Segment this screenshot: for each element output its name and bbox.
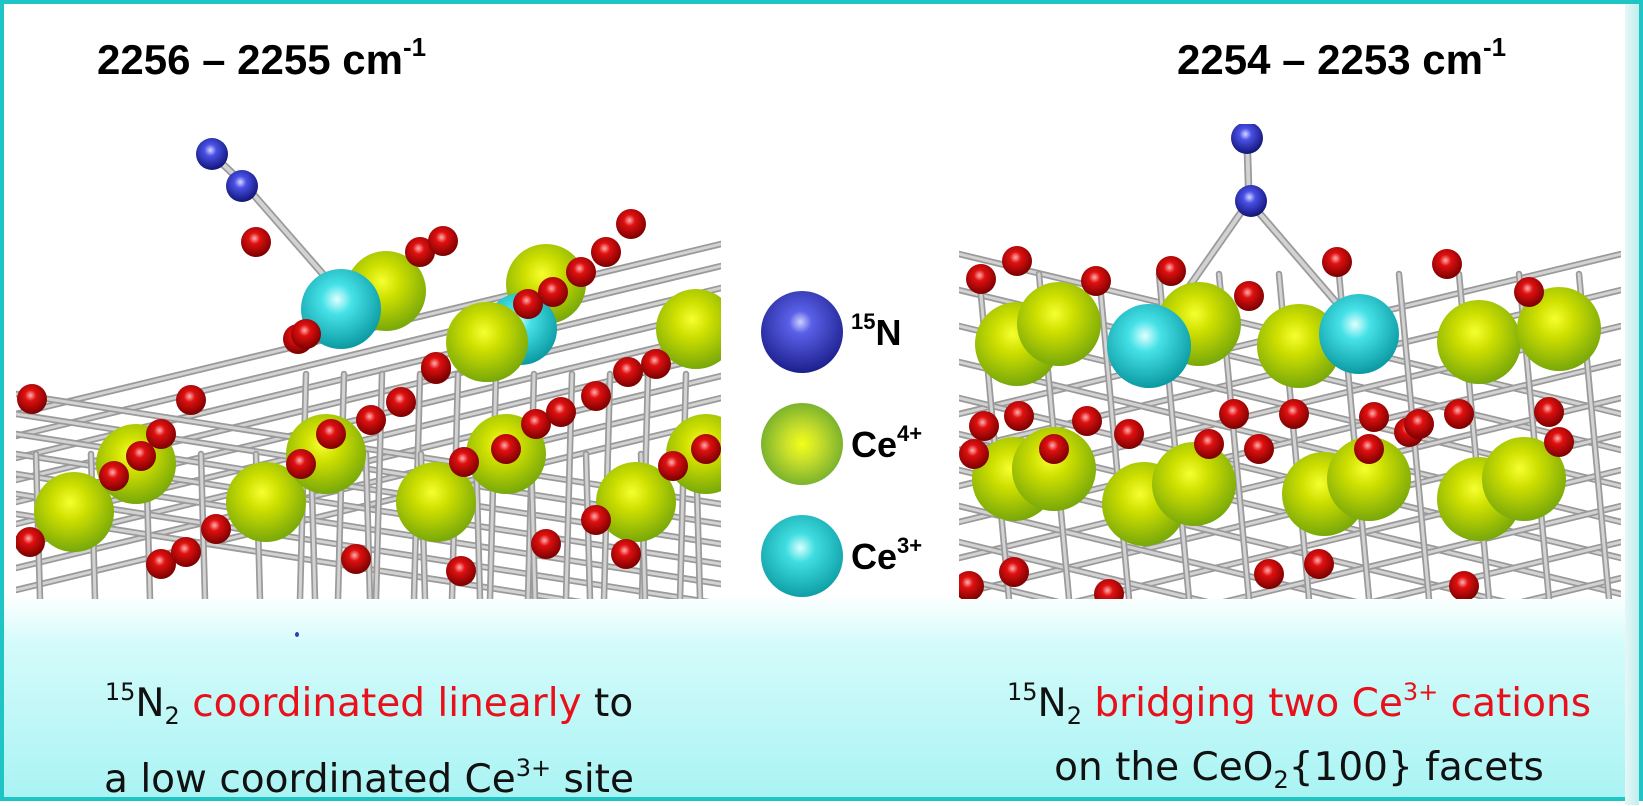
- legend-label-nitrogen: 15N: [851, 309, 902, 353]
- legend-item-ce4: Ce4+: [759, 401, 959, 491]
- legend-item-ce3: Ce3+: [759, 513, 959, 603]
- wavenumber-left: 2256 – 2255 cm-1: [97, 32, 427, 83]
- legend-label-ce4: Ce4+: [851, 421, 923, 465]
- frame-edge: [1625, 4, 1639, 805]
- caption-bridging-line2: on the CeO2{100} facets: [1054, 745, 1544, 794]
- structure-bridging-svg: [959, 124, 1621, 599]
- ce4-atom-sphere-icon: [761, 403, 843, 485]
- caption-bridging: 15N2 bridging two Ce3+ cations on the Ce…: [979, 666, 1619, 806]
- atom-legend: 15N Ce4+ Ce3+: [759, 289, 959, 619]
- legend-item-nitrogen: 15N: [759, 289, 959, 379]
- nitrogen-atom-sphere-icon: [761, 291, 843, 373]
- structure-linear-svg: [16, 138, 721, 599]
- caption-linear-line2: a low coordinated Ce3+ site: [104, 754, 634, 802]
- wavenumber-right: 2254 – 2253 cm-1: [1177, 32, 1507, 83]
- structure-bridging-coordination: [959, 124, 1621, 599]
- caption-linear-line1: 15N2 coordinated linearly to: [104, 678, 634, 730]
- legend-label-ce3: Ce3+: [851, 533, 923, 577]
- caption-bridging-line1: 15N2 bridging two Ce3+ cations: [1006, 678, 1592, 730]
- stray-dot: [295, 632, 299, 637]
- caption-linear: 15N2 coordinated linearly to a low coord…: [44, 666, 694, 806]
- ce3-atom-sphere-icon: [761, 515, 843, 597]
- structure-linear-coordination: [16, 124, 721, 599]
